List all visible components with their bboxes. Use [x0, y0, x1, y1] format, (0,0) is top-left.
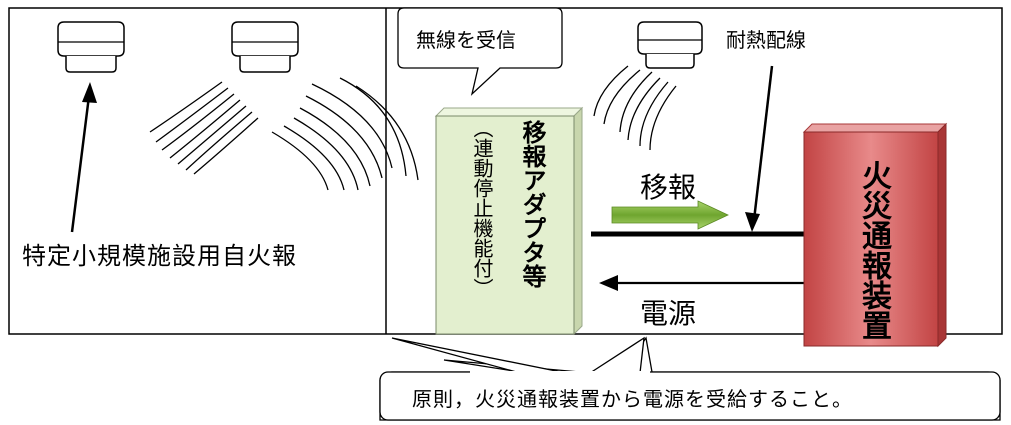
radio-waves-icon	[271, 77, 419, 191]
radio-waves-icon	[593, 65, 677, 151]
pointer-arrow	[745, 65, 774, 232]
callout-text: 原則，火災通報装置から電源を受給すること。	[412, 387, 853, 411]
pointer-arrow	[70, 82, 97, 233]
adapter-box	[434, 106, 584, 336]
power-label: 電源	[640, 297, 697, 330]
detector-label: 特定小規模施設用自火報	[22, 242, 297, 270]
speech-bubble	[397, 7, 563, 96]
transfer-label: 移報	[640, 171, 697, 204]
power-arrow	[599, 275, 806, 291]
transfer-arrow-icon	[611, 200, 729, 230]
callout-bubble	[379, 336, 1001, 421]
smoke-detector-icon	[231, 21, 299, 73]
adapter-note: （連動停止機能付）	[470, 118, 494, 298]
adapter-title: 移報アダプタ等	[518, 120, 546, 288]
smoke-detector-icon	[57, 21, 125, 73]
fire-device-label: 火災通報装置	[856, 160, 891, 340]
fire-notification-device	[802, 122, 948, 348]
wireless-bubble-text: 無線を受信	[416, 28, 516, 52]
wiring-label: 耐熱配線	[726, 28, 806, 52]
radio-waves-icon	[149, 81, 259, 175]
smoke-detector-icon	[637, 21, 703, 69]
